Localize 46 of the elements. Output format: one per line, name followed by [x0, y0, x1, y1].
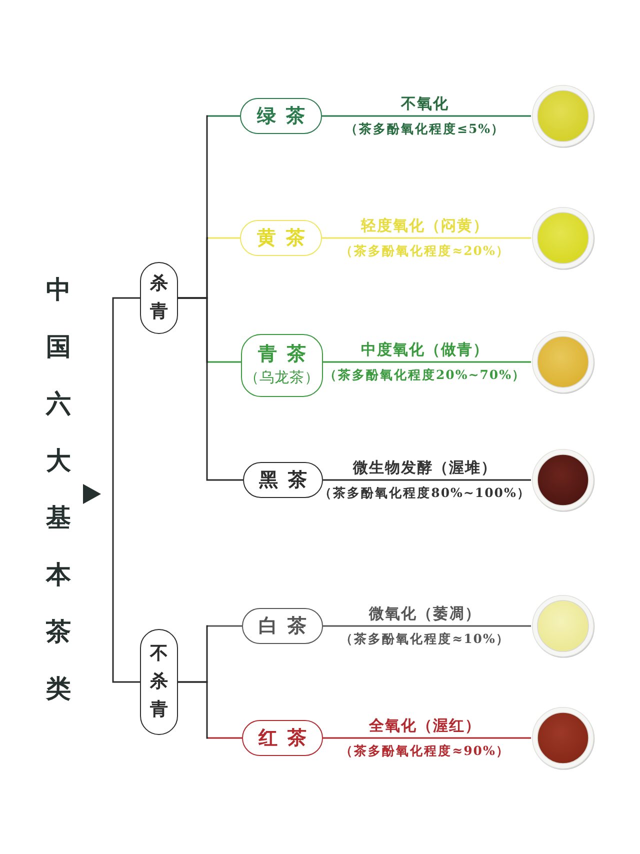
oxidation-note: （茶多酚氧化程度20%~70%） — [324, 368, 526, 382]
rounded-box — [243, 462, 323, 498]
connector-line — [323, 625, 531, 627]
oxidation-note: （茶多酚氧化程度≈10%） — [340, 632, 510, 646]
oxidation-label: 微氧化（萎凋） — [369, 606, 481, 622]
rounded-box — [140, 629, 178, 735]
oxidation-label: 全氧化（渥红） — [369, 718, 481, 734]
oxidation-note: （茶多酚氧化程度≈90%） — [340, 744, 510, 758]
tea-cup — [531, 594, 595, 658]
node-label: 黄茶 — [257, 228, 315, 248]
oxidation-note: （茶多酚氧化程度≤5%） — [344, 122, 506, 136]
tea-cup — [531, 84, 595, 148]
oxidation-label: 轻度氧化（闷黄） — [361, 218, 489, 234]
node-label: 白茶 — [258, 616, 316, 636]
tea-cup — [531, 330, 595, 394]
oxidation-label: 微生物发酵（渥堆） — [353, 460, 497, 476]
connector-line — [322, 115, 531, 117]
connector-line — [178, 681, 242, 739]
connector-line — [323, 479, 531, 481]
vertical-title: 中国六大基本茶类 — [46, 274, 71, 705]
oxidation-note: （茶多酚氧化程度≈20%） — [340, 244, 510, 258]
node-sublabel: （乌龙茶） — [244, 371, 320, 386]
connector-line — [323, 737, 531, 739]
node-label: 绿茶 — [257, 106, 315, 126]
node-label: 杀青 — [150, 272, 168, 324]
rounded-box — [240, 220, 322, 256]
node-label: 红茶 — [258, 728, 316, 748]
tea-cup — [531, 206, 595, 270]
connector-line — [322, 237, 531, 239]
tea-cup — [531, 448, 595, 512]
tea-cup — [531, 706, 595, 770]
rounded-box — [140, 262, 178, 334]
connector-line — [178, 297, 243, 481]
node-label: 黑茶 — [259, 470, 317, 490]
oxidation-note: （茶多酚氧化程度80%~100%） — [319, 486, 531, 500]
rounded-box — [242, 608, 323, 644]
oxidation-label: 不氧化 — [401, 96, 449, 112]
connector-line — [112, 493, 140, 683]
rounded-box — [240, 98, 322, 134]
connector-line — [323, 361, 531, 363]
node-label: 不杀青 — [150, 642, 168, 722]
oxidation-label: 中度氧化（做青） — [361, 342, 489, 358]
rounded-box — [242, 720, 323, 756]
rounded-box — [241, 334, 323, 397]
connector-line — [112, 297, 140, 495]
node-label: 青茶 — [258, 345, 316, 364]
